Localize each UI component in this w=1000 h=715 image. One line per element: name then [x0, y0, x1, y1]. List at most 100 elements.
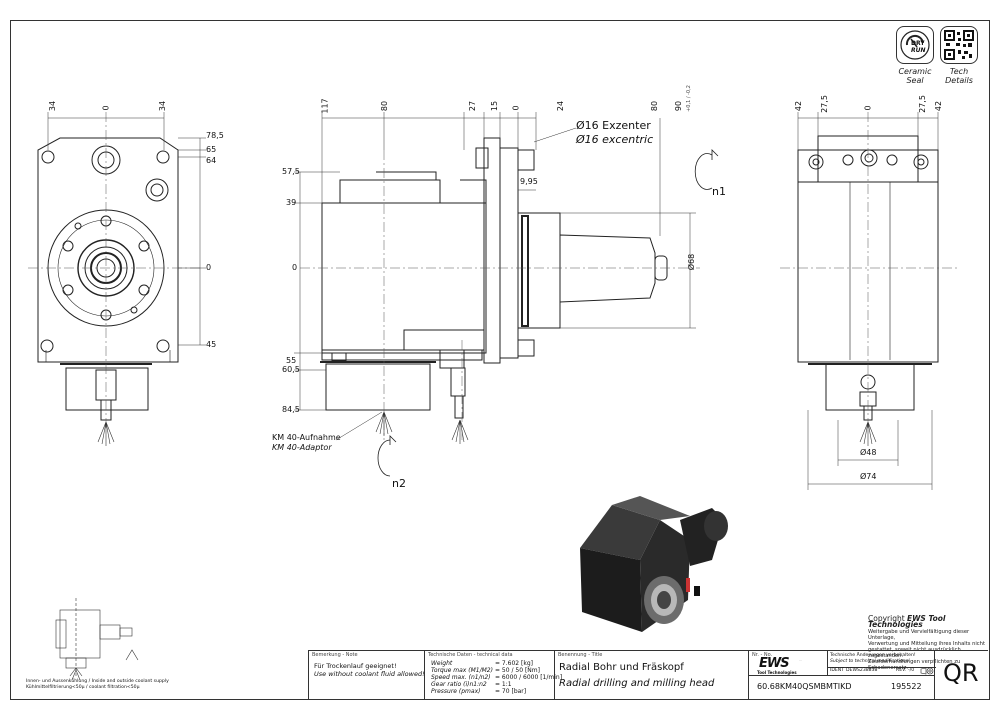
km-label-de: KM 40-Aufnahme — [272, 433, 341, 442]
description-de: Radial Bohr und Fräskopf — [559, 662, 684, 673]
dim-side-dia: Ø68 — [687, 253, 697, 271]
isometric-render — [580, 496, 728, 632]
description-cell: Benennung - Title Radial Bohr und Fräsko… — [554, 651, 749, 699]
tech-caption-2: Details — [945, 76, 973, 85]
dim-right-top-2: 27,5 — [819, 95, 829, 113]
dim-left-top-2: 0 — [101, 105, 111, 111]
dim-side-l-6: 84,5 — [282, 405, 300, 414]
copyright-brand: EWS Tool Technologies — [868, 614, 946, 629]
notice-en: Subject to technical modifications! — [830, 659, 910, 664]
excenter-label-de: Ø16 Exzenter — [576, 119, 651, 132]
part-number: 60.68KM40QSMBMTIKD — [757, 682, 852, 691]
run-text: RUN — [911, 47, 926, 54]
tech-row-3-val: = 1:1 — [495, 681, 512, 688]
title-block: Bemerkung - Note Für Trockenlauf geeigne… — [308, 650, 988, 699]
dim-left-r-4: 0 — [206, 263, 212, 272]
dim-side-top-7: 80 — [650, 100, 660, 112]
dry-text: DRY — [911, 40, 925, 47]
ident-label: IDENT — [830, 668, 845, 673]
drawing-number: 195522 — [891, 682, 922, 691]
dim-side-l-2: 39 — [286, 198, 297, 207]
dim-side-l-4: 55 — [286, 356, 297, 365]
dim-left-top-1: 34 — [48, 100, 58, 112]
km-label-en: KM 40-Adaptor — [272, 443, 332, 452]
dim-left-r-1: 78,5 — [206, 131, 224, 140]
dim-right-dia74: Ø74 — [860, 472, 877, 481]
dim-side-l-5: 60,5 — [282, 365, 300, 374]
copyright-line-2: Verwertung und Mitteilung ihres Inhalts … — [868, 641, 985, 647]
dim-right-top-3: 0 — [863, 105, 873, 111]
dim-side-top-8: 90 — [674, 100, 684, 112]
side-view — [320, 137, 668, 419]
tech-row-2-key: Speed max. (n1/n2) — [431, 674, 491, 681]
front-view — [37, 137, 179, 421]
tech-row-3-key: Gear ratio (i)n1:n2 — [431, 681, 487, 688]
dim-side-top-5: 0 — [511, 105, 521, 111]
remark-de: Für Trockenlauf geeignet! — [314, 662, 397, 670]
coolant-note-1: Innen- und Aussenkühlung / Inside and ou… — [26, 679, 169, 684]
n2-label: n2 — [392, 477, 406, 490]
tech-row-4-val: = 70 [bar] — [495, 688, 527, 695]
remark-header: Bemerkung - Note — [312, 652, 358, 658]
excenter-label-en: Ø16 excentric — [576, 133, 654, 146]
notice-box: Technische Änderungen vorbehalten! Subje… — [827, 651, 936, 675]
tech-row-1-val: = 50 / 50 [Nm] — [495, 667, 540, 674]
dim-left-top-3: 34 — [158, 100, 168, 112]
qr-cell: QR — [934, 651, 989, 699]
dim-side-tolerance: +0,1 / -0,2 — [685, 85, 692, 112]
ews-logo: EWS — [759, 656, 790, 671]
dim-side-top-6: 24 — [556, 100, 566, 112]
ews-logo-sub: Tool Technologies — [757, 670, 797, 675]
tech-data-cell: Technische Daten - technical data Weight… — [424, 651, 562, 699]
tech-row-0-key: Weight — [431, 660, 453, 667]
projection-symbol-icon — [920, 667, 934, 675]
dim-side-top-2: 80 — [380, 100, 390, 112]
part-number-cell: Nr. - No. EWS Tool Technologies ··· Tech… — [748, 651, 936, 699]
ceramic-caption-1: Ceramic — [898, 67, 932, 76]
copyright-line-4: Zuwiderhandlungen verpflichten zu Schade… — [868, 659, 961, 671]
n1-label: n1 — [712, 185, 726, 198]
dim-right-dia48: Ø48 — [860, 448, 877, 457]
ews-address: ··· — [799, 658, 802, 662]
tech-caption: Tech Details — [936, 67, 982, 85]
rev-label: REV. — [896, 668, 907, 673]
dim-side-top-4: 15 — [490, 100, 500, 112]
dim-side-l-3: 0 — [292, 263, 298, 272]
drawing-frame — [10, 20, 990, 700]
ident-value: DEWS238838 — [846, 668, 878, 673]
ceramic-seal-badge: DRY RUN — [896, 26, 934, 64]
ceramic-caption: Ceramic Seal — [892, 67, 938, 85]
dim-left-r-3: 64 — [206, 156, 217, 165]
tech-row-1-key: Torque max (M1/M2) — [431, 667, 493, 674]
coolant-note-2: Kühlmittelfiltrierung<50µ / coolant filt… — [26, 685, 140, 690]
copyright-prefix: Copyright — [868, 614, 908, 623]
notice-de: Technische Änderungen vorbehalten! — [830, 653, 916, 658]
rev-value: -/0 — [908, 668, 915, 673]
dim-side-l-1: 57,5 — [282, 167, 300, 176]
coolant-diagram — [55, 598, 139, 681]
qr-code-icon — [944, 30, 974, 60]
tech-caption-1: Tech — [949, 67, 969, 76]
dry-run-icon — [900, 30, 930, 60]
description-header: Benennung - Title — [558, 652, 603, 658]
dim-left-r-5: 45 — [206, 340, 217, 349]
tech-row-0-val: = 7.602 [kg] — [495, 660, 533, 667]
remark-en: Use without coolant fluid allowed! — [314, 670, 425, 678]
remark-cell: Bemerkung - Note Für Trockenlauf geeigne… — [308, 651, 425, 699]
dim-side-top-1: 117 — [320, 98, 330, 114]
tech-data-header: Technische Daten - technical data — [428, 652, 513, 658]
tech-row-4-key: Pressure (pmax) — [431, 688, 481, 695]
dim-side-top-3: 27 — [468, 100, 478, 112]
qr-text: QR — [943, 659, 979, 687]
description-en: Radial drilling and milling head — [559, 678, 715, 689]
copyright-line-1: Weitergabe und Vervielfältigung dieser U… — [868, 629, 970, 641]
ceramic-caption-2: Seal — [906, 76, 924, 85]
number-header: Nr. - No. — [752, 652, 773, 658]
tech-details-qr[interactable] — [940, 26, 978, 64]
dim-right-top-1: 42 — [794, 100, 804, 112]
dim-side-offset: 9,95 — [520, 177, 538, 186]
dim-right-top-5: 42 — [934, 100, 944, 112]
tech-row-2-val: = 6000 / 6000 [1/min] — [495, 674, 563, 681]
dim-right-top-4: 27,5 — [917, 95, 927, 113]
